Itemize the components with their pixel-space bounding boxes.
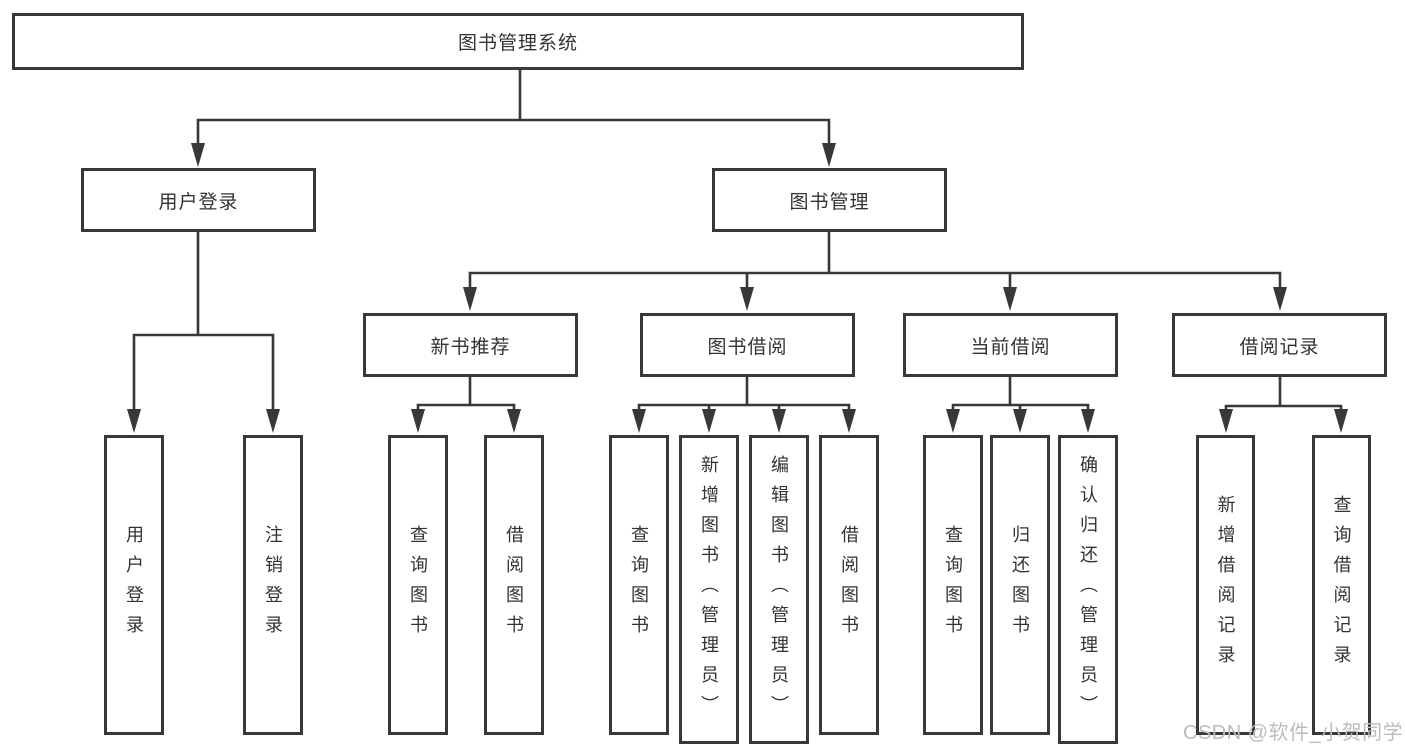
leaf-logout: 注销登录 [243, 435, 303, 735]
node-borrowing-records: 借阅记录 [1172, 313, 1387, 377]
leaf-current-return-books: 归还图书 [990, 435, 1050, 735]
leaf-borrow-add-books-admin: 新增图书（管理员） [679, 435, 739, 744]
leaf-borrow-borrow-books: 借阅图书 [819, 435, 879, 735]
csdn-watermark: CSDN @软件_小贺同学 [1183, 722, 1404, 744]
node-user-login: 用户登录 [81, 168, 316, 232]
leaf-current-confirm-return-admin: 确认归还（管理员） [1058, 435, 1118, 744]
node-book-management: 图书管理 [712, 168, 947, 232]
leaf-user-login: 用户登录 [104, 435, 164, 735]
node-current-borrowing: 当前借阅 [903, 313, 1118, 377]
leaf-records-query-borrow-record: 查询借阅记录 [1312, 435, 1371, 735]
leaf-recommend-query-books: 查询图书 [388, 435, 448, 735]
node-book-borrowing: 图书借阅 [640, 313, 855, 377]
leaf-current-query-books: 查询图书 [923, 435, 983, 735]
leaf-borrow-query-books: 查询图书 [609, 435, 669, 735]
leaf-records-add-borrow-record: 新增借阅记录 [1196, 435, 1255, 735]
leaf-borrow-edit-books-admin: 编辑图书（管理员） [749, 435, 809, 744]
node-new-book-recommendation: 新书推荐 [363, 313, 578, 377]
node-library-management-system: 图书管理系统 [12, 13, 1024, 70]
leaf-recommend-borrow-books: 借阅图书 [484, 435, 544, 735]
